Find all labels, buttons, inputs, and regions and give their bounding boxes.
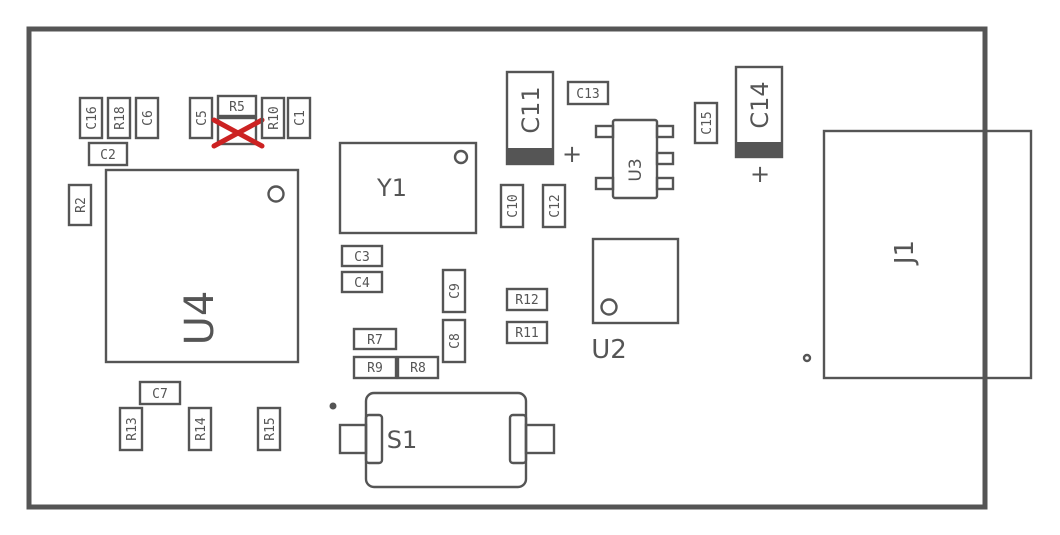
c7-footprint [138,380,182,406]
y1-pin1-dot [453,149,469,165]
j1-label: J1 [890,240,920,266]
u4-pin1-dot [267,185,285,203]
removed-marker-icon [211,117,265,149]
s1-pad-left-outer [338,423,368,455]
r5-label: R5 [229,100,245,115]
c11-label: C11 [517,86,545,133]
s1-label: S1 [387,426,418,454]
u3-pad-5 [655,176,675,191]
u3-pad-1 [594,124,615,139]
u3-label: U3 [626,158,646,181]
j1-footprint [822,129,1033,380]
y1-footprint [338,141,478,235]
c15-label: C15 [700,111,715,134]
r7-footprint [352,327,398,351]
r18-footprint [106,96,132,140]
c16-label: C16 [85,106,100,129]
c8-footprint [441,318,467,364]
c13-label: C13 [576,87,599,102]
r5-footprint [216,94,258,118]
s1-pad-left-inner [364,413,384,465]
c10-footprint [499,183,525,229]
c12-label: C12 [548,194,563,217]
c3-label: C3 [354,250,370,265]
r9-label: R9 [367,361,383,376]
u2-label: U2 [591,335,627,365]
r15-label: R15 [263,417,278,440]
c11-plus-icon: + [562,140,582,168]
r13-footprint [118,406,144,452]
c9-label: C9 [448,283,463,299]
c11-polarity-band [507,148,553,164]
y1-label: Y1 [376,174,407,202]
c2-label: C2 [100,148,116,163]
r11-label: R11 [515,326,538,341]
r8-label: R8 [410,361,426,376]
s1-pin1-dot [329,402,337,410]
u4-footprint [104,168,300,364]
r7-label: R7 [367,333,383,348]
r13-label: R13 [125,417,140,440]
u2-pin1-dot [600,298,618,316]
c14-label: C14 [746,81,774,128]
c8-label: C8 [448,333,463,349]
s1-pad-right-inner [508,413,528,465]
j1-pin1-dot [802,353,812,363]
u3-pad-4 [655,151,675,166]
s1-pad-right-outer [524,423,556,455]
r15-footprint [256,406,282,452]
r14-footprint [187,406,213,452]
board-outline [26,26,988,510]
u3-pad-2 [594,176,615,191]
r5-pad-outline [216,116,258,146]
c4-footprint [340,270,384,294]
c4-label: C4 [354,276,370,291]
c13-footprint [566,80,610,106]
u4-label: U4 [177,291,223,346]
r9-footprint [352,355,398,380]
c14-plus-icon: + [750,160,770,188]
c6-footprint [134,96,160,140]
r10-footprint [260,96,286,140]
r10-label: R10 [267,106,282,129]
c5-label: C5 [195,110,210,126]
r12-footprint [505,287,549,312]
c16-footprint [78,96,104,140]
c2-footprint [87,141,129,167]
r12-label: R12 [515,293,538,308]
c1-label: C1 [293,110,308,126]
u2-footprint [591,237,680,325]
c9-footprint [441,268,467,314]
c15-footprint [693,101,719,145]
c6-label: C6 [141,110,156,126]
c1-footprint [286,96,312,140]
r2-label: R2 [74,197,89,213]
c3-footprint [340,244,384,268]
r14-label: R14 [194,417,209,441]
c7-label: C7 [152,387,168,402]
c14-polarity-band [736,142,782,157]
c5-footprint [188,96,214,140]
c12-footprint [541,183,567,229]
r8-footprint [396,355,440,380]
r11-footprint [505,320,549,345]
r18-label: R18 [113,106,128,129]
u3-pad-3 [655,124,675,139]
r2-footprint [67,183,93,227]
c10-label: C10 [506,194,521,217]
